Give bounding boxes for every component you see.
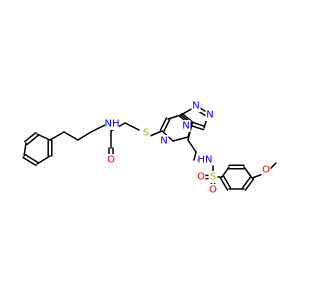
phenyl-bond-3 xyxy=(36,155,51,165)
pyridazine-bond-2-b xyxy=(181,112,194,124)
pyridazine-bond-0-a xyxy=(162,119,171,133)
triazole-bond-3-b xyxy=(190,124,205,131)
triazole-n-bridge-label-background xyxy=(181,120,191,132)
pyridazine-n-label-background xyxy=(159,135,169,147)
pyridazine-n-label: N xyxy=(160,136,167,147)
methoxy-bond-2 xyxy=(269,162,277,170)
carbonyl-o-label: O xyxy=(107,155,115,166)
sulfonyl-o-2-label: O xyxy=(209,185,217,196)
triazole-n-2-label: N xyxy=(206,110,213,121)
carbonyl-o-label-background xyxy=(106,154,116,166)
methoxy-o-label-background xyxy=(261,164,271,176)
sulfonyl-o-1-label: O xyxy=(197,172,205,183)
pyridazine-bond-0-b xyxy=(159,117,168,131)
bond-layer xyxy=(22,104,277,191)
methoxy-o-label: O xyxy=(262,165,270,176)
chain-bond-nh xyxy=(90,123,108,133)
thioether-s-label-background xyxy=(141,127,151,139)
thioether-s-label: S xyxy=(143,128,149,139)
sulfonamide-nh-label-background xyxy=(198,154,212,166)
thioether-bond-2 xyxy=(149,130,163,137)
sulfonamide-nh-label: HN xyxy=(198,155,213,166)
sulfonyl-s-label-background xyxy=(208,171,218,183)
phenyl-bond-4-a xyxy=(24,153,39,164)
methoxyphenyl-bond-0 xyxy=(221,166,230,178)
phenyl-bond-0-b xyxy=(24,131,37,143)
thioether-bond-1 xyxy=(124,122,140,131)
linker-bond-3 xyxy=(193,151,197,161)
triazole-n-2-label-background xyxy=(205,109,215,121)
chain-bond-3 xyxy=(77,131,92,141)
pyridazine-bond-4 xyxy=(172,136,189,142)
methoxyphenyl-bond-3-b xyxy=(244,178,255,191)
amide-nh-label-background xyxy=(105,118,119,130)
methoxy-bond-1 xyxy=(251,173,264,179)
phenyl-bond-4-b xyxy=(22,156,37,167)
phenyl-bond-0-a xyxy=(26,134,39,146)
triazole-bond-3-a xyxy=(191,121,206,128)
sulfonyl-o-1-label-background xyxy=(196,171,206,183)
sulfonyl-s-label: S xyxy=(210,172,216,183)
methoxyphenyl-bond-2 xyxy=(243,166,253,179)
pyridazine-bond-1 xyxy=(167,114,182,120)
chain-bond-2 xyxy=(63,131,79,141)
amide-nh-label: NH xyxy=(105,119,120,130)
phenyl-bond-1 xyxy=(36,133,51,141)
phenyl-bond-5 xyxy=(23,142,27,157)
triazole-n-bridge-label: N xyxy=(182,121,189,132)
triazole-n-1-label-background xyxy=(191,100,201,112)
triazole-n-1-label: N xyxy=(192,101,199,112)
sulfonyl-o-2-label-background xyxy=(208,184,218,196)
linker-bond-2 xyxy=(187,139,197,153)
methoxyphenyl-bond-5-a xyxy=(222,175,232,189)
chain-bond-1 xyxy=(49,131,65,141)
methoxyphenyl-bond-3-a xyxy=(241,176,252,189)
methoxyphenyl-bond-5-b xyxy=(219,177,229,191)
